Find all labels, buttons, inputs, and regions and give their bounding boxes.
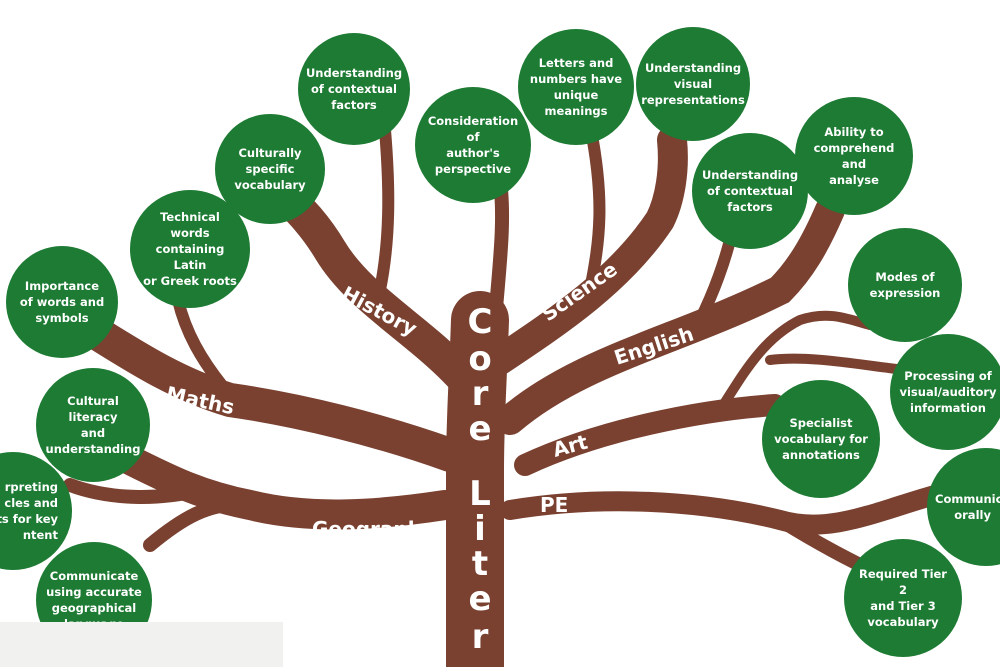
trunk-letter: r xyxy=(472,374,489,414)
branch-maths xyxy=(83,318,467,472)
trunk-letter: e xyxy=(468,579,491,619)
branch-geography xyxy=(115,445,460,530)
leaf-cultural-literacy: Cultural literacy and understanding xyxy=(36,368,150,482)
leaf-comprehend-analyse: Ability to comprehend and analyse xyxy=(795,97,913,215)
trunk-letter: C xyxy=(468,302,493,342)
trunk xyxy=(446,291,509,667)
trunk-letter: t xyxy=(472,544,488,584)
branch-english xyxy=(495,195,845,435)
leaf-tier-vocabulary: Required Tier 2 and Tier 3 vocabulary xyxy=(844,539,962,657)
leaf-science-visual: Understanding visual representations xyxy=(636,27,750,141)
leaf-words-symbols: Importance of words and symbols xyxy=(6,246,118,358)
branch-label-art: Art xyxy=(550,430,590,462)
leaf-culturally-specific: Culturally specific vocabulary xyxy=(215,114,325,224)
branch-label-geography: Geography xyxy=(312,517,435,541)
branch-art xyxy=(514,394,786,476)
branch-pe xyxy=(500,485,945,535)
leaf-visual-auditory: Processing of visual/auditory informatio… xyxy=(890,334,1000,450)
leaf-author-perspective: Consideration of author's perspective xyxy=(415,87,531,203)
trunk-letter: L xyxy=(469,474,491,514)
leaf-history-context: Understanding of contextual factors xyxy=(298,33,410,145)
trunk-letter: e xyxy=(468,409,491,449)
branch-science xyxy=(485,125,688,375)
trunk-letter: i xyxy=(474,509,486,549)
branch-label-pe: PE xyxy=(540,493,568,517)
leaf-modes-expression: Modes of expression xyxy=(848,228,962,342)
leaf-english-context: Understanding of contextual factors xyxy=(692,133,808,249)
trunk-letter: r xyxy=(472,617,489,657)
leaf-specialist-vocabulary: Specialist vocabulary for annotations xyxy=(762,380,880,498)
leaf-science-letters-numbers: Letters and numbers have unique meanings xyxy=(518,29,634,145)
trunk-letter: o xyxy=(468,339,491,379)
bottom-left-panel xyxy=(0,622,283,667)
leaf-technical-words: Technical words containing Latin or Gree… xyxy=(130,190,250,308)
